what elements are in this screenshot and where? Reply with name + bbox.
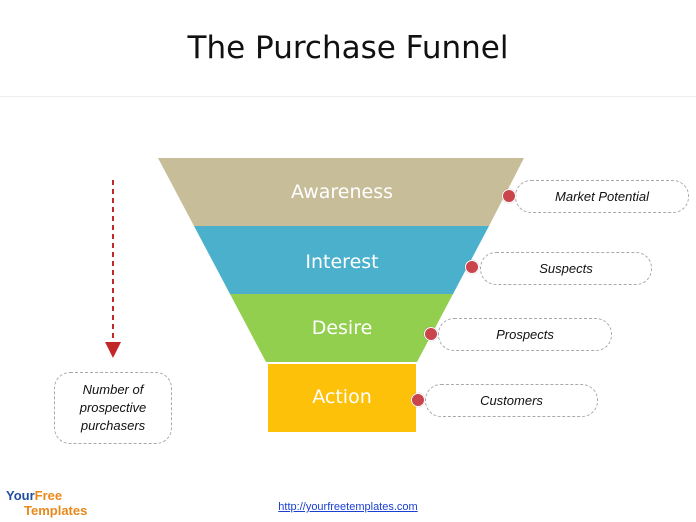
callout-dot-suspects — [465, 260, 479, 274]
callout-dot-customers — [411, 393, 425, 407]
prospective-purchasers-note: Number of prospective purchasers — [54, 372, 172, 444]
logo-templates: Templates — [24, 503, 88, 518]
stage-label-awareness: Awareness — [290, 181, 394, 203]
stage-label-interest: Interest — [305, 251, 379, 273]
footer-link[interactable]: http://yourfreetemplates.com — [278, 501, 418, 513]
funnel-stage-interest — [194, 226, 489, 294]
funnel-stage-desire — [230, 294, 453, 362]
callout-customers: Customers — [425, 384, 598, 417]
callout-dot-market-potential — [502, 189, 516, 203]
note-line-3: purchasers — [80, 418, 146, 433]
logo-your: Your — [6, 488, 35, 503]
logo-free: Free — [34, 488, 63, 503]
stage-label-desire: Desire — [311, 317, 373, 339]
funnel-stage-awareness — [158, 158, 524, 226]
title-divider — [0, 96, 696, 97]
callout-prospects: Prospects — [438, 318, 612, 351]
brand-logo: YourFree Templates — [6, 488, 87, 518]
funnel-stage-action — [268, 364, 416, 432]
note-line-1: Number of — [82, 382, 144, 397]
stage-label-action: Action — [312, 386, 372, 408]
slide-title: The Purchase Funnel — [187, 30, 509, 66]
callout-dot-prospects — [424, 327, 438, 341]
callout-suspects: Suspects — [480, 252, 652, 285]
note-line-2: prospective — [79, 400, 147, 415]
callout-market-potential: Market Potential — [515, 180, 689, 213]
